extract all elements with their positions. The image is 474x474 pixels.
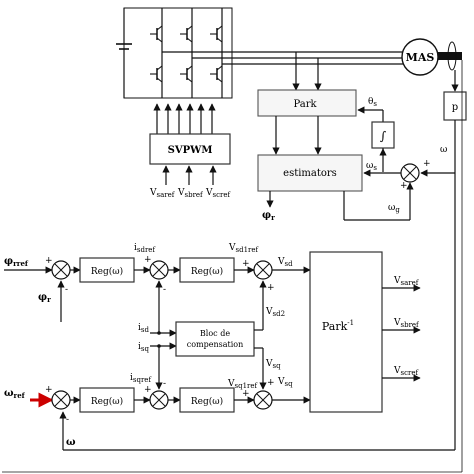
transistor-leg-a [150,8,163,98]
speed-sum-plus: + [45,385,53,395]
integrator-symbol: ∫ [380,129,387,143]
vsq-comp-label: Vsq [265,359,281,370]
park-label: Park [293,99,317,110]
motor-mas: MAS [401,38,462,76]
compensation-block: isd isq Bloc de compensation Vsd2 Vsq [138,280,285,390]
phi-r-estimate-label: φr [262,210,275,222]
vsd2-sum-plus: + [267,283,275,293]
omega-ref-label: ωref [4,388,26,400]
park-inverse-block: Park-1 Vsaref Vsbref Vscref [309,251,421,413]
phase-lines [162,51,404,91]
isq-sum-plus: + [144,385,152,395]
svpwm-label: SVPWM [168,145,213,156]
omega-sum-plus-lower: + [400,181,408,191]
speed-feedback: p ω ω [59,70,467,451]
transistor-leg-c [210,8,223,98]
flux-loop: φrref + - φr Reg(ω) isdref + - Reg(ω) Vs… [4,243,311,322]
inverter-frame [123,7,233,99]
isd-label: isd [138,323,149,334]
park-inverse-label: Park-1 [322,319,354,333]
dc-source-icon [116,8,132,98]
flux-sum-plus: + [45,256,53,266]
omega-g-label: ωg [388,203,400,214]
vsbref-output-label: Vsbref [393,318,420,329]
inverter [116,7,233,99]
vsaref-input-label: Vsaref [149,188,176,199]
vscref-output-label: Vscref [393,366,420,377]
estimators-label: estimators [283,168,337,179]
phi-r-feedback-label: φr [38,292,51,304]
encoder-ellipse [447,41,457,71]
flux-reg-label: Reg(ω) [91,266,123,277]
svpwm-block: SVPWM Vsaref Vsbref Vscref [149,103,232,199]
isq-label: isq [138,342,149,353]
vsq-sum-plus-top: + [267,378,275,388]
motor-shaft [438,52,462,60]
isd-sum-plus: + [144,255,152,265]
compensation-label-2: compensation [187,340,244,349]
transistor-leg-b [180,8,193,98]
isqref-label: isqref [130,373,152,384]
isq-sum-minus: - [163,379,166,389]
vsd1ref-label: Vsd1ref [228,243,260,254]
vsd-sum-plus: + [242,259,250,269]
flux-regulator [79,257,135,283]
vsq-sum-plus-left: + [242,389,250,399]
speed-sum-minus: - [66,415,69,425]
phi-rref-label: φrref [4,256,29,268]
p-gain-label: p [452,102,458,113]
omega-s-label: ωs [366,161,377,172]
estimators-block: estimators φr [257,154,414,222]
theta-s-label: θs [368,97,377,108]
isd-sum-minus: - [163,285,166,295]
vsd-label: Vsd [277,257,293,268]
isd-regulator [179,257,235,283]
vscref-input-label: Vscref [205,188,232,199]
isq-reg-label: Reg(ω) [191,396,223,407]
omega-sum-plus-right: + [423,159,431,169]
vsbref-input-label: Vsbref [177,188,204,199]
motor-label: MAS [406,51,435,64]
vsq-label: Vsq [277,377,293,388]
omega-feedback-label: ω [66,437,76,448]
angle-integrator: θs ∫ ωs [357,97,395,172]
park-block: Park [257,89,357,155]
vsaref-output-label: Vsaref [393,276,420,287]
isq-regulator [179,387,235,413]
vsd2-label: Vsd2 [265,307,285,318]
isd-reg-label: Reg(ω) [191,266,223,277]
vsq1ref-label: Vsq1ref [227,379,259,390]
omega-sum-junction: + + ωg [363,159,431,214]
omega-top-label: ω [440,145,447,155]
compensation-label-1: Bloc de [200,329,230,338]
flux-sum-minus: - [65,285,68,295]
isdref-label: isdref [134,243,156,254]
speed-reg-label: Reg(ω) [91,396,123,407]
speed-loop: ωref + - Reg(ω) isqref + - Reg(ω) Vsq1re… [4,373,311,425]
